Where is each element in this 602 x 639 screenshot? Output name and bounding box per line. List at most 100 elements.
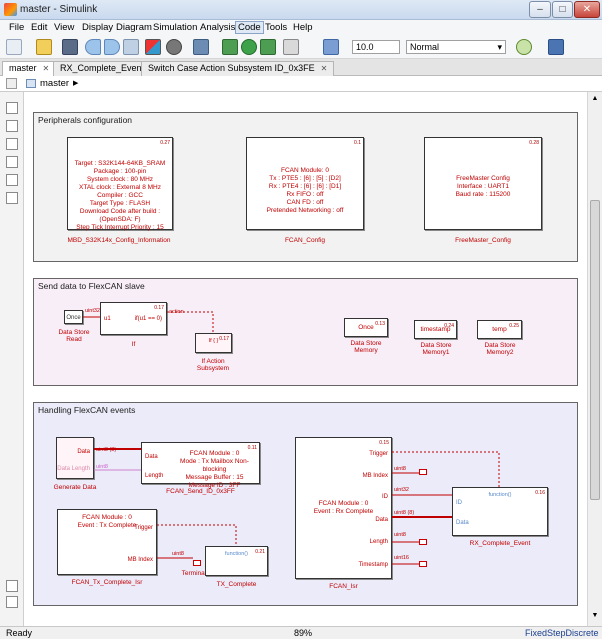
- menu-simulation[interactable]: Simulation: [153, 22, 198, 33]
- data-store-read-block[interactable]: Once: [64, 310, 83, 324]
- model-explorer-icon[interactable]: [193, 39, 209, 55]
- block-label: FCAN_Send_ID_0x3FF: [166, 488, 235, 495]
- terminator-timestamp-block[interactable]: [419, 561, 427, 567]
- title-bar: master - Simulink – □ ✕: [0, 0, 602, 20]
- block-label: FCAN_Isr: [329, 583, 358, 590]
- fcan-isr-block[interactable]: 0.15 FCAN Module : 0 Event : Rx Complete…: [295, 437, 392, 579]
- freemaster-config-block[interactable]: 0.28 FreeMaster Config Interface : UART1…: [424, 137, 542, 230]
- signal-label: uint8 (8): [394, 510, 415, 516]
- build-model-icon[interactable]: [548, 39, 564, 55]
- signal-label: uint32: [85, 308, 100, 314]
- open-folder-icon[interactable]: [36, 39, 52, 55]
- step-back-icon[interactable]: [222, 39, 238, 55]
- zoom-in-icon[interactable]: [6, 102, 18, 114]
- breadcrumb-master[interactable]: master: [40, 78, 70, 89]
- tool-palette: [0, 92, 24, 626]
- scrollbar-thumb[interactable]: [590, 200, 600, 500]
- mbd-config-block[interactable]: 0.27 Target : S32K144-64KB_SRAM Package …: [67, 137, 173, 231]
- toolbar: 10.0 Normal ▾: [0, 35, 602, 59]
- up-to-parent-icon[interactable]: [123, 39, 139, 55]
- collapse-icon[interactable]: [6, 596, 18, 608]
- block-label: FCAN_Config: [284, 237, 326, 244]
- terminator-length-block[interactable]: [419, 539, 427, 545]
- annotation-icon[interactable]: [6, 156, 18, 168]
- new-model-icon[interactable]: [6, 39, 22, 55]
- scroll-up-icon[interactable]: ▲: [591, 95, 599, 102]
- signal-lines: [83, 311, 500, 565]
- library-browser-icon[interactable]: [145, 39, 161, 55]
- back-arrow-icon[interactable]: [85, 39, 101, 55]
- data-store-memory1-block[interactable]: 0.24 timestamp: [414, 320, 457, 339]
- simulation-mode-select[interactable]: Normal ▾: [406, 40, 506, 54]
- solver-name[interactable]: FixedStepDiscrete: [525, 628, 599, 638]
- simulation-mode-value: Normal: [410, 42, 440, 52]
- fcan-tx-complete-isr-block[interactable]: FCAN Module : 0 Event : Tx Complete Trig…: [57, 509, 157, 575]
- scope-icon[interactable]: [323, 39, 339, 55]
- signal-label: uint8: [172, 551, 184, 557]
- fit-view-icon[interactable]: [6, 120, 18, 132]
- window-title: master - Simulink: [20, 4, 98, 15]
- model-settings-gear-icon[interactable]: [166, 39, 182, 55]
- if-block[interactable]: 0.17 u1 if(u1 == 0): [100, 302, 167, 335]
- tab-switch-case-action-subsystem[interactable]: Switch Case Action Subsystem ID_0x3FE✕: [141, 61, 335, 76]
- status-text: Ready: [6, 628, 33, 638]
- menu-file[interactable]: File: [9, 22, 25, 33]
- step-forward-icon[interactable]: [260, 39, 276, 55]
- scroll-down-icon[interactable]: ▼: [591, 612, 599, 619]
- terminator-block[interactable]: [193, 560, 201, 566]
- generate-data-block[interactable]: Data Data Length: [56, 437, 94, 479]
- model-advisor-check-icon[interactable]: [516, 39, 532, 55]
- data-store-memory-block[interactable]: 0.13 Once: [344, 318, 388, 337]
- menu-help[interactable]: Help: [293, 22, 313, 33]
- signal-label: uint32: [394, 487, 409, 493]
- model-canvas[interactable]: Peripherals configuration 0.27 Target : …: [24, 92, 587, 626]
- menu-bar: File Edit View Display Diagram Simulatio…: [0, 20, 602, 35]
- menu-view[interactable]: View: [54, 22, 75, 33]
- menu-tools[interactable]: Tools: [265, 22, 288, 33]
- forward-arrow-icon[interactable]: [104, 39, 120, 55]
- run-play-icon[interactable]: [241, 39, 257, 55]
- close-tab-icon[interactable]: ✕: [320, 64, 328, 73]
- fcan-config-block[interactable]: 0.1 FCAN Module: 0 Tx : PTE5 : [6] : [5]…: [246, 137, 364, 230]
- close-tab-icon[interactable]: ✕: [42, 64, 50, 73]
- vertical-scrollbar[interactable]: ▲ ▼: [587, 92, 602, 626]
- arrow-right-icon[interactable]: [6, 138, 18, 150]
- menu-analysis[interactable]: Analysis: [200, 22, 236, 33]
- fcan-send-block[interactable]: 0.11 Data Length FCAN Module : 0 Mode : …: [141, 442, 260, 489]
- data-store-memory2-block[interactable]: 0.25 temp: [477, 320, 522, 339]
- hide-browser-icon[interactable]: [6, 78, 17, 89]
- tab-master[interactable]: master✕: [2, 61, 57, 77]
- breadcrumb: master ▶: [0, 76, 602, 92]
- image-icon[interactable]: [6, 174, 18, 186]
- signal-label: uint8: [394, 466, 406, 472]
- if-action-subsystem-block[interactable]: 0.17 If { }: [195, 333, 232, 353]
- stop-icon[interactable]: [283, 39, 299, 55]
- minimize-button[interactable]: –: [529, 1, 551, 18]
- line-rx-trigger: [392, 451, 500, 487]
- area-title: Handling FlexCAN events: [38, 405, 136, 415]
- model-icon: [26, 79, 36, 88]
- stop-time-input[interactable]: 10.0: [352, 40, 400, 54]
- maximize-button[interactable]: □: [552, 1, 573, 18]
- save-icon[interactable]: [62, 39, 78, 55]
- area-icon[interactable]: [6, 192, 18, 204]
- menu-display[interactable]: Display: [82, 22, 114, 33]
- rx-complete-event-block[interactable]: 0.16 function() ID Data: [452, 487, 548, 536]
- model-tab-bar: master✕ RX_Complete_Event✕ Switch Case A…: [0, 59, 602, 77]
- terminator-mb-index-block[interactable]: [419, 469, 427, 475]
- block-label: Generate Data: [53, 484, 97, 491]
- signal-label: uint8: [96, 464, 108, 470]
- breadcrumb-arrow-icon[interactable]: ▶: [73, 80, 79, 87]
- block-label: RX_Complete_Event: [469, 540, 531, 547]
- menu-diagram[interactable]: Diagram: [116, 22, 152, 33]
- model-browser-icon[interactable]: [6, 580, 18, 592]
- tx-complete-function-block[interactable]: 0.21 function(): [205, 546, 268, 576]
- close-button[interactable]: ✕: [574, 1, 600, 18]
- block-label: Terminator: [181, 570, 213, 577]
- menu-code[interactable]: Code: [235, 21, 264, 34]
- menu-edit[interactable]: Edit: [31, 22, 48, 33]
